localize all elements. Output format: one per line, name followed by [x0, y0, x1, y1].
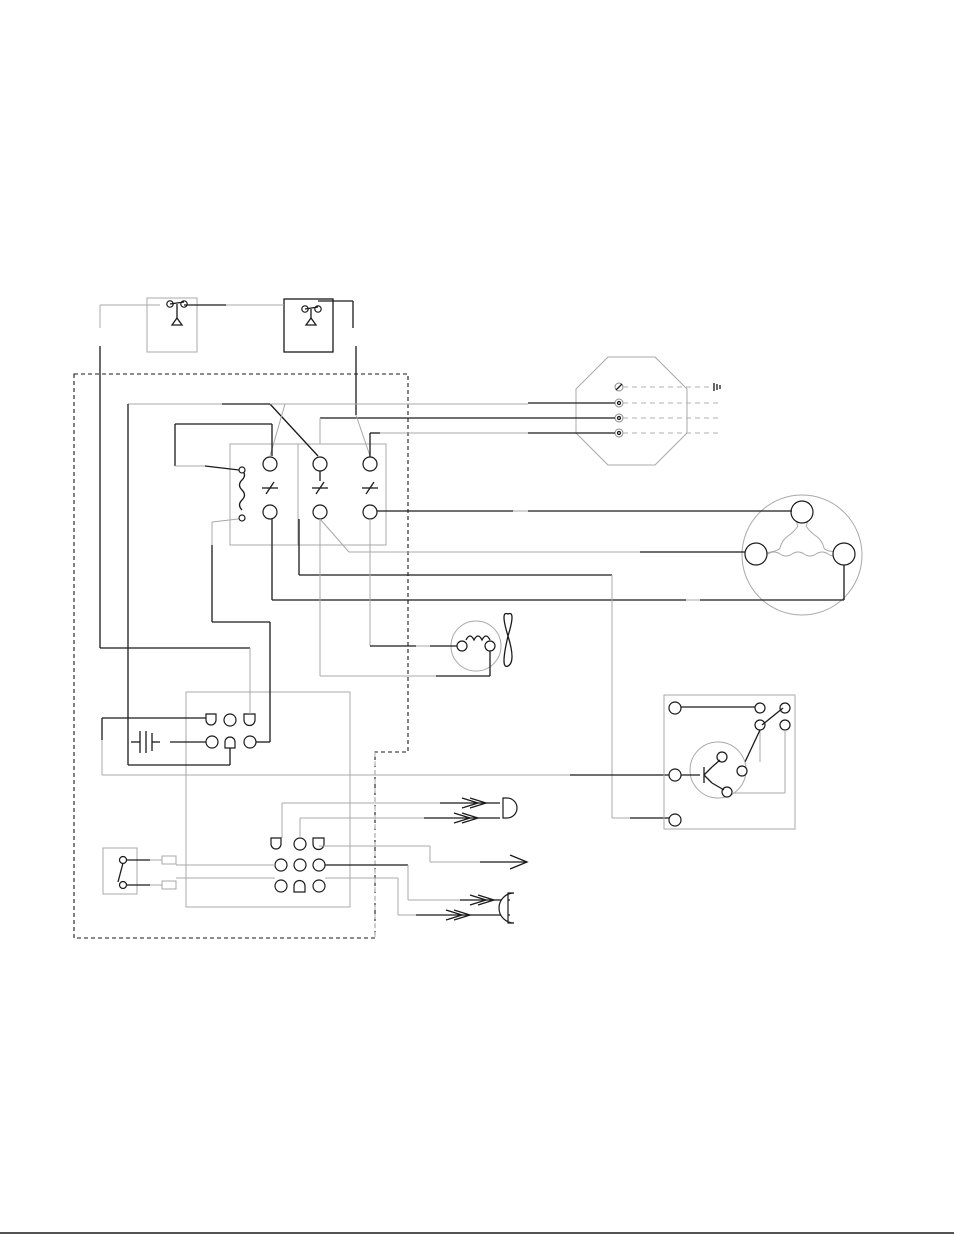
control-board	[186, 692, 350, 907]
top-switch-wiring	[100, 301, 356, 648]
fan-wiring	[320, 519, 490, 676]
control-board-wiring	[100, 404, 669, 775]
power-supply-terminals	[576, 357, 720, 465]
pressure-switch-high	[284, 299, 333, 352]
thermostat-switch	[103, 848, 275, 894]
defrost-board	[664, 695, 795, 829]
control-box-enclosure	[74, 374, 408, 938]
capacitor	[131, 731, 160, 753]
pressure-switch-low	[147, 298, 197, 352]
contactor	[230, 444, 386, 545]
condenser-fan-motor	[451, 613, 512, 671]
